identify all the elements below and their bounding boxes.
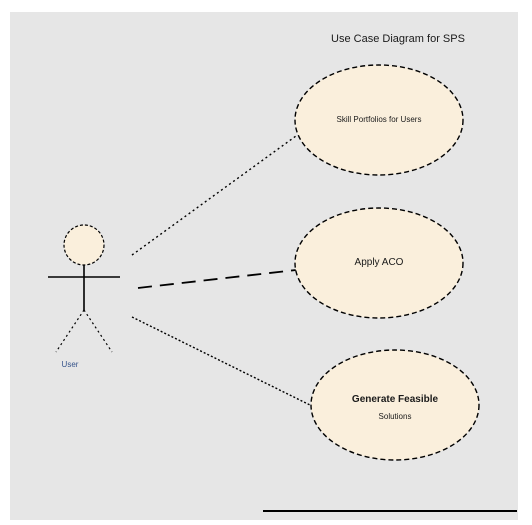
diagram-title: Use Case Diagram for SPS: [331, 33, 465, 45]
association-select: [131, 135, 297, 256]
association-aco: [137, 269, 297, 289]
use-case-generate-sublabel: Solutions: [378, 412, 412, 421]
actor-head[interactable]: [63, 224, 105, 266]
actor-right-leg: [83, 309, 113, 353]
use-case-generate-label: Generate Feasible: [351, 394, 439, 405]
use-case-apply-aco[interactable]: [294, 207, 464, 319]
use-case-select[interactable]: [294, 64, 464, 176]
use-case-generate[interactable]: [310, 349, 480, 461]
actor-label: User: [61, 360, 79, 369]
association-generate: [131, 316, 315, 408]
actor-left-leg: [55, 309, 85, 353]
use-case-apply-aco-label: Apply ACO: [354, 257, 404, 268]
use-case-select-label: Skill Portfolios for Users: [336, 115, 422, 124]
